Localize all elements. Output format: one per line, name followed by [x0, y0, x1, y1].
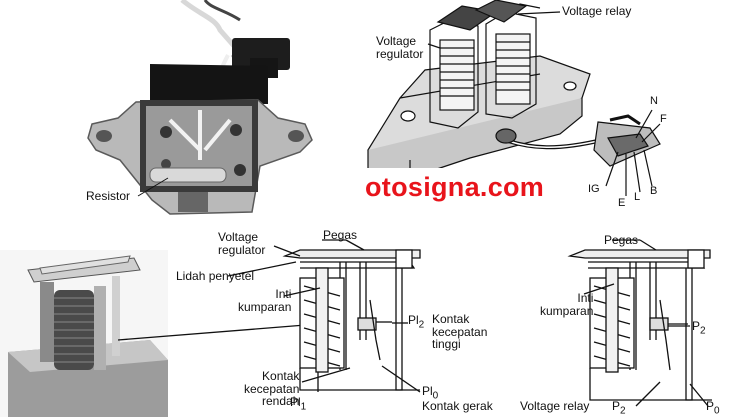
label-p2-right: P2 — [692, 319, 706, 337]
label-pegas-right: Pegas — [604, 233, 639, 247]
label-voltage-relay-bottom: Voltage relay — [520, 399, 590, 413]
label-pl1: Pl1 — [290, 395, 307, 413]
label-kontak-kecepatan-rendah: Kontak kecepatan rendah — [244, 369, 300, 409]
voltage-relay-schematic — [567, 239, 712, 407]
regulator-assembly-drawing — [367, 0, 661, 196]
label-p0: P0 — [706, 399, 720, 417]
label-inti-kumparan-left: Inti kumparan — [238, 287, 292, 314]
label-terminal-n: N — [650, 95, 658, 107]
label-kontak-gerak: Kontak gerak — [422, 399, 493, 413]
label-pegas-left: Pegas — [323, 228, 358, 242]
label-resistor: Resistor — [86, 189, 131, 203]
label-pl0: Pl0 — [422, 384, 439, 402]
label-voltage-regulator-bottom: Voltage regulator — [218, 230, 266, 257]
label-lidah-penyetel: Lidah penyetel — [176, 269, 255, 283]
label-inti-kumparan-right: Inti kumparan — [540, 291, 594, 318]
label-terminal-b: B — [650, 185, 658, 197]
label-voltage-regulator-top: Voltage regulator — [376, 34, 424, 61]
label-terminal-e: E — [618, 197, 626, 209]
label-pl2: Pl2 — [408, 313, 425, 331]
label-voltage-relay-top: Voltage relay — [562, 4, 632, 18]
watermark-text: otosigna.com — [365, 172, 545, 202]
regulator-photo — [87, 0, 313, 215]
watermark-logo: otosigna.com — [361, 168, 581, 212]
label-terminal-ig: IG — [588, 183, 600, 195]
label-terminal-f: F — [660, 113, 667, 125]
label-kontak-kecepatan-tinggi: Kontak kecepatan tinggi — [432, 312, 488, 352]
voltage-regulator-schematic — [227, 239, 421, 393]
label-p2-bottom: P2 — [612, 399, 626, 417]
relay-photo — [0, 250, 319, 417]
label-terminal-l: L — [634, 191, 641, 203]
